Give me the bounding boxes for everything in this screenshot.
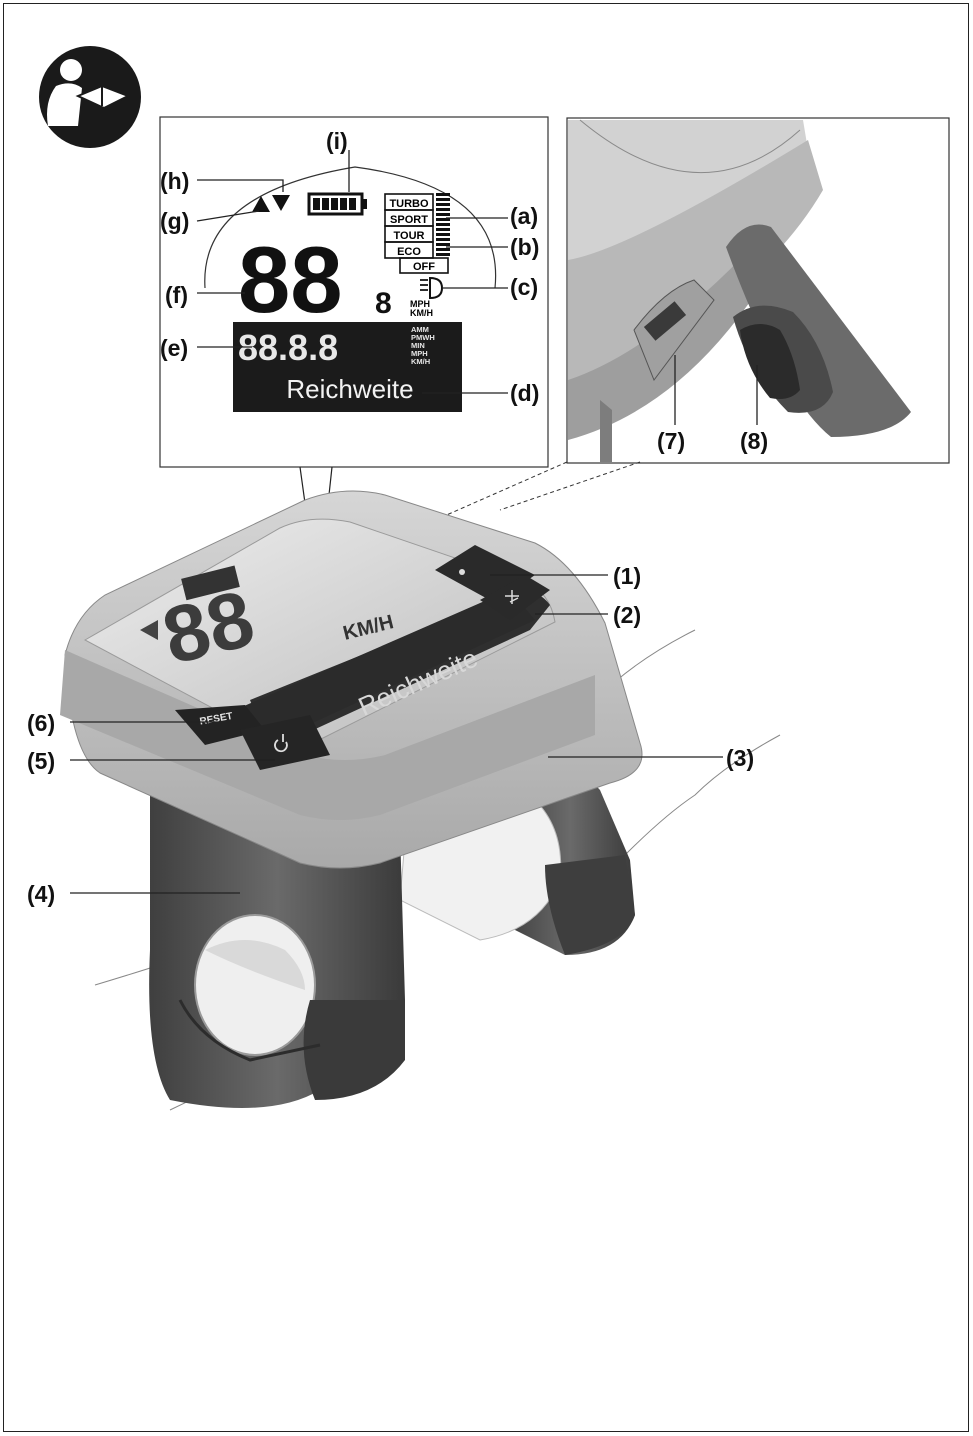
- power-button[interactable]: [240, 715, 330, 770]
- main-device: 88 KM/H Reichweite RESET: [60, 490, 643, 869]
- device-battery-icon: [181, 565, 240, 601]
- device-light-icon: [505, 590, 519, 604]
- port-detail-render: [568, 119, 911, 462]
- speed-decimal: 8: [375, 287, 392, 320]
- page-border: [3, 3, 969, 1432]
- arrow-up-icon: [252, 196, 270, 212]
- display-outline: [204, 166, 497, 289]
- callout-i: (i): [326, 128, 348, 154]
- mode-sport: SPORT: [390, 214, 428, 226]
- callout-6: (6): [27, 710, 56, 736]
- mode-turbo: TURBO: [389, 198, 429, 210]
- mode-eco: ECO: [397, 246, 421, 258]
- callout-7: (7): [657, 428, 686, 454]
- light-button[interactable]: [480, 575, 550, 620]
- speed-unit-mph: MPH: [410, 299, 430, 309]
- row-unit-2: PMWH: [411, 333, 435, 342]
- detail-leader-lines: [196, 150, 508, 394]
- callout-5: (5): [27, 748, 56, 774]
- battery-icon: [307, 192, 367, 216]
- callout-1: (1): [613, 563, 642, 589]
- rear-clamp: [399, 770, 635, 955]
- callout-b: (b): [510, 234, 540, 260]
- callout-8: (8): [740, 428, 769, 454]
- callout-2: (2): [613, 602, 642, 628]
- row-unit-4: MPH: [411, 349, 428, 358]
- read-manual-icon: [39, 46, 141, 148]
- callout-d: (d): [510, 380, 540, 406]
- callout-g: (g): [160, 208, 190, 234]
- mode-box: TURBO SPORT TOUR ECO OFF: [384, 193, 450, 274]
- mode-off: OFF: [413, 261, 435, 273]
- arrow-down-icon: [272, 195, 290, 211]
- callout-c: (c): [510, 274, 539, 300]
- device-speed-digits: 88: [154, 573, 262, 681]
- callout-e: (e): [160, 335, 189, 361]
- speed-digits: 88: [238, 227, 343, 332]
- callout-h: (h): [160, 168, 190, 194]
- callout-f: (f): [165, 282, 188, 308]
- callout-a: (a): [510, 203, 539, 229]
- device-arrow-icon: [140, 620, 158, 640]
- device-leader-lines: [70, 574, 723, 894]
- display-detail-box: [159, 116, 549, 468]
- lcd-dark-area: [233, 322, 462, 412]
- row-unit-3: MIN: [411, 341, 425, 350]
- callout-3: (3): [726, 745, 755, 771]
- row-unit-1: AMM: [411, 325, 429, 334]
- lcd-text-line: Reichweite: [286, 374, 413, 404]
- row-unit-5: KM/H: [411, 357, 430, 366]
- mode-tour: TOUR: [394, 230, 425, 242]
- callout-4: (4): [27, 881, 56, 907]
- speed-unit-kmh: KM/H: [410, 308, 433, 318]
- value-digits: 88.8.8: [238, 327, 338, 368]
- info-icon: [459, 569, 465, 575]
- power-icon: [274, 734, 288, 753]
